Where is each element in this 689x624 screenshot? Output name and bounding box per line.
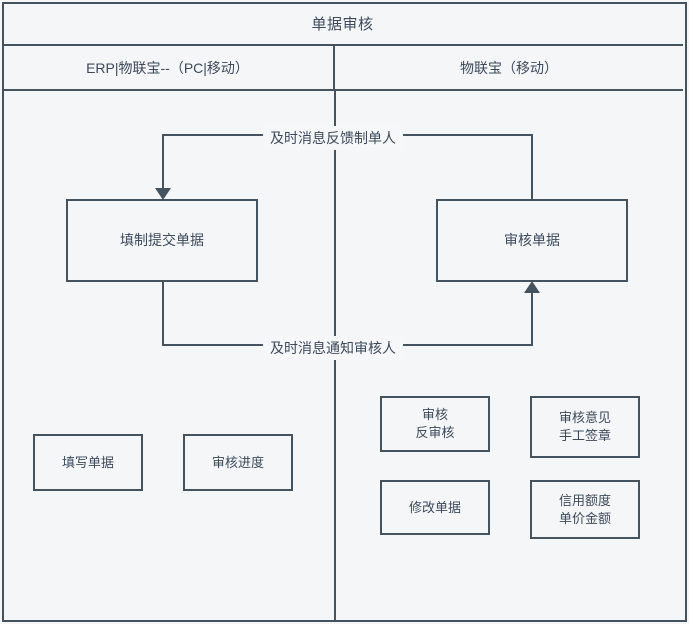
node-opinion-signature[interactable]: 审核意见 手工签章 [530,396,640,458]
node-fill-document-label: 填制提交单据 [120,232,204,249]
node-review-document[interactable]: 审核单据 [436,199,628,282]
node-audit-progress-label: 审核进度 [211,454,264,470]
edge-label-feedback: 及时消息反馈制单人 [263,126,403,150]
edge-notify-vertical-left [162,282,164,345]
lane-header-band: ERP|物联宝--（PC|移动） 物联宝（移动） [2,46,683,91]
node-modify-document-label: 修改单据 [408,499,461,515]
page-title: 单据审核 [311,15,374,33]
arrowhead-up-icon [524,281,540,293]
node-opinion-signature-label: 审核意见 手工签章 [558,410,611,443]
edge-label-notify: 及时消息通知审核人 [263,336,403,360]
node-audit-progress[interactable]: 审核进度 [183,434,293,491]
edge-notify-vertical-right [531,290,533,345]
lane-header-right: 物联宝（移动） [335,46,683,89]
edge-feedback-vertical-left [162,134,164,191]
node-fill-document[interactable]: 填制提交单据 [66,199,258,282]
node-audit-unaudit[interactable]: 审核 反审核 [380,396,490,452]
node-modify-document[interactable]: 修改单据 [380,480,490,535]
node-credit-amount-label: 信用额度 单价金额 [558,492,611,526]
node-audit-unaudit-label: 审核 反审核 [415,407,455,440]
arrowhead-down-icon [155,188,171,200]
diagram-title-band: 单据审核 [2,2,683,46]
node-write-document-label: 填写单据 [61,454,114,470]
lane-header-left-label: ERP|物联宝--（PC|移动） [86,59,249,76]
node-write-document[interactable]: 填写单据 [33,434,143,491]
node-review-document-label: 审核单据 [504,232,560,249]
lane-header-right-label: 物联宝（移动） [460,59,558,76]
lane-header-left: ERP|物联宝--（PC|移动） [2,46,335,89]
node-credit-amount[interactable]: 信用额度 单价金额 [530,480,640,539]
edge-feedback-vertical-right [531,134,533,199]
